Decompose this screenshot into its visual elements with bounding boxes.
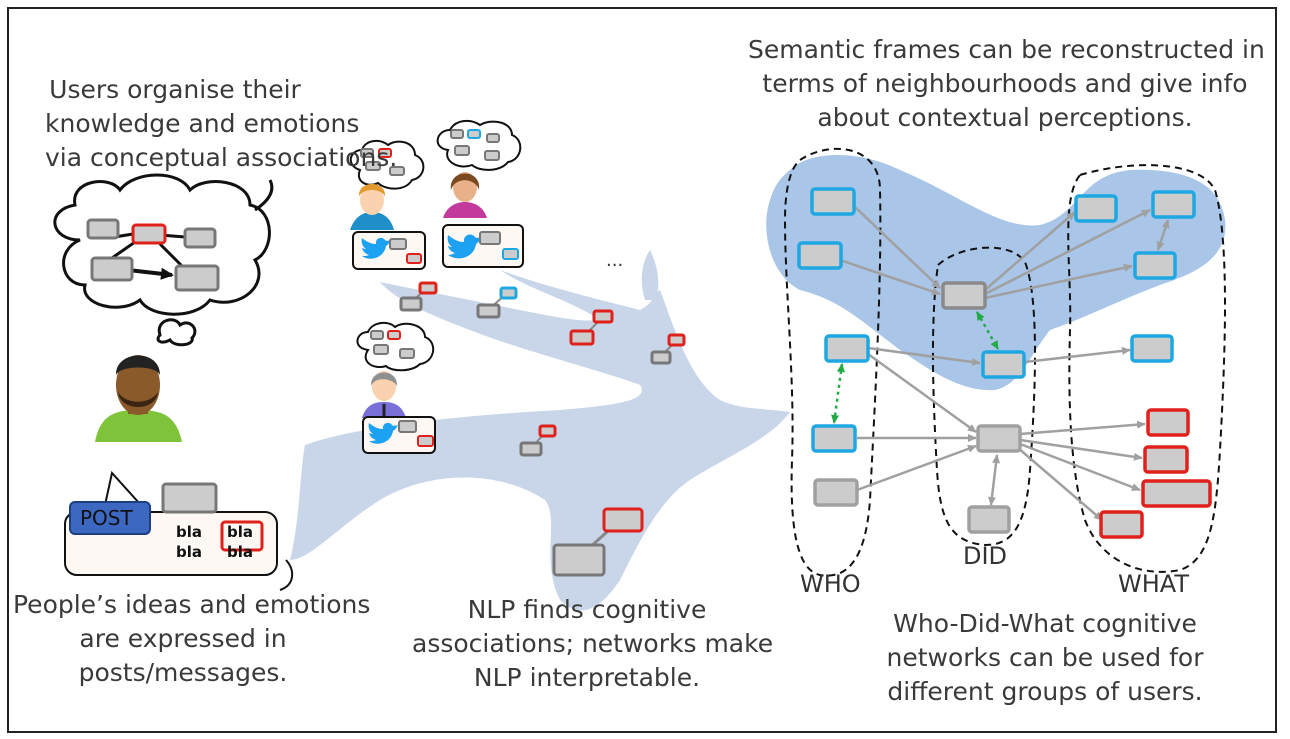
caption-who-did-what: Who-Did-What cognitive networks can be u… bbox=[880, 607, 1210, 709]
caption-line: associations; networks make bbox=[412, 629, 774, 658]
post-word: bla bbox=[227, 523, 254, 541]
who-group-outline bbox=[783, 147, 882, 577]
thought-cloud-icon bbox=[436, 119, 522, 171]
post-word: bla bbox=[176, 543, 203, 561]
caption-line: Who-Did-What cognitive bbox=[893, 609, 1197, 638]
post-card bbox=[64, 470, 294, 591]
outer-frame bbox=[7, 7, 1277, 733]
post-word: bla bbox=[176, 523, 203, 541]
caption-line: about contextual perceptions. bbox=[817, 103, 1193, 132]
person-avatar-icon bbox=[362, 371, 406, 418]
caption-line: Users organise their bbox=[49, 75, 301, 104]
caption-line: NLP finds cognitive bbox=[467, 595, 707, 624]
twitter-bird-icon bbox=[368, 422, 398, 444]
thought-cloud-icon bbox=[356, 321, 435, 372]
caption-people: People’s ideas and emotions are expresse… bbox=[13, 588, 371, 690]
caption-line: posts/messages. bbox=[78, 658, 288, 687]
person-avatar-icon bbox=[443, 172, 487, 218]
post-label: POST bbox=[80, 506, 133, 530]
user-1-group bbox=[349, 139, 426, 270]
network-edges bbox=[839, 206, 1170, 521]
caption-semantic: Semantic frames can be reconstructed in … bbox=[748, 33, 1265, 135]
what-group-outline bbox=[1067, 164, 1226, 573]
caption-line: terms of neighbourhoods and give info bbox=[762, 69, 1248, 98]
twitter-bird-icon bbox=[447, 234, 481, 259]
caption-nlp: NLP finds cognitive associations; networ… bbox=[412, 593, 774, 695]
what-label: WHAT bbox=[1118, 570, 1189, 598]
network-nodes bbox=[797, 187, 1212, 539]
user-2-group bbox=[436, 119, 524, 268]
did-group-outline bbox=[931, 246, 1036, 547]
caption-line: Semantic frames can be reconstructed in bbox=[748, 35, 1265, 64]
caption-line: networks can be used for bbox=[886, 643, 1204, 672]
network-green-links bbox=[831, 311, 1000, 424]
caption-users: Users organise their knowledge and emoti… bbox=[45, 73, 398, 175]
person-avatar-icon bbox=[350, 184, 394, 230]
who-label: WHO bbox=[800, 570, 861, 598]
caption-line: different groups of users. bbox=[887, 677, 1203, 706]
ellipsis: ... bbox=[606, 250, 624, 271]
caption-line: People’s ideas and emotions bbox=[13, 590, 371, 619]
caption-line: via conceptual associations. bbox=[45, 143, 398, 172]
twitter-bird-icon bbox=[361, 237, 391, 259]
caption-line: NLP interpretable. bbox=[473, 663, 701, 692]
caption-line: knowledge and emotions bbox=[45, 109, 360, 138]
user-3-group bbox=[356, 321, 436, 454]
caption-line: are expressed in bbox=[79, 624, 287, 653]
thought-cloud-icon bbox=[53, 173, 274, 347]
did-label: DID bbox=[963, 542, 1008, 570]
flow-concept-pairs bbox=[399, 281, 686, 577]
post-word: bla bbox=[227, 543, 254, 561]
person-avatar-icon bbox=[95, 355, 182, 442]
